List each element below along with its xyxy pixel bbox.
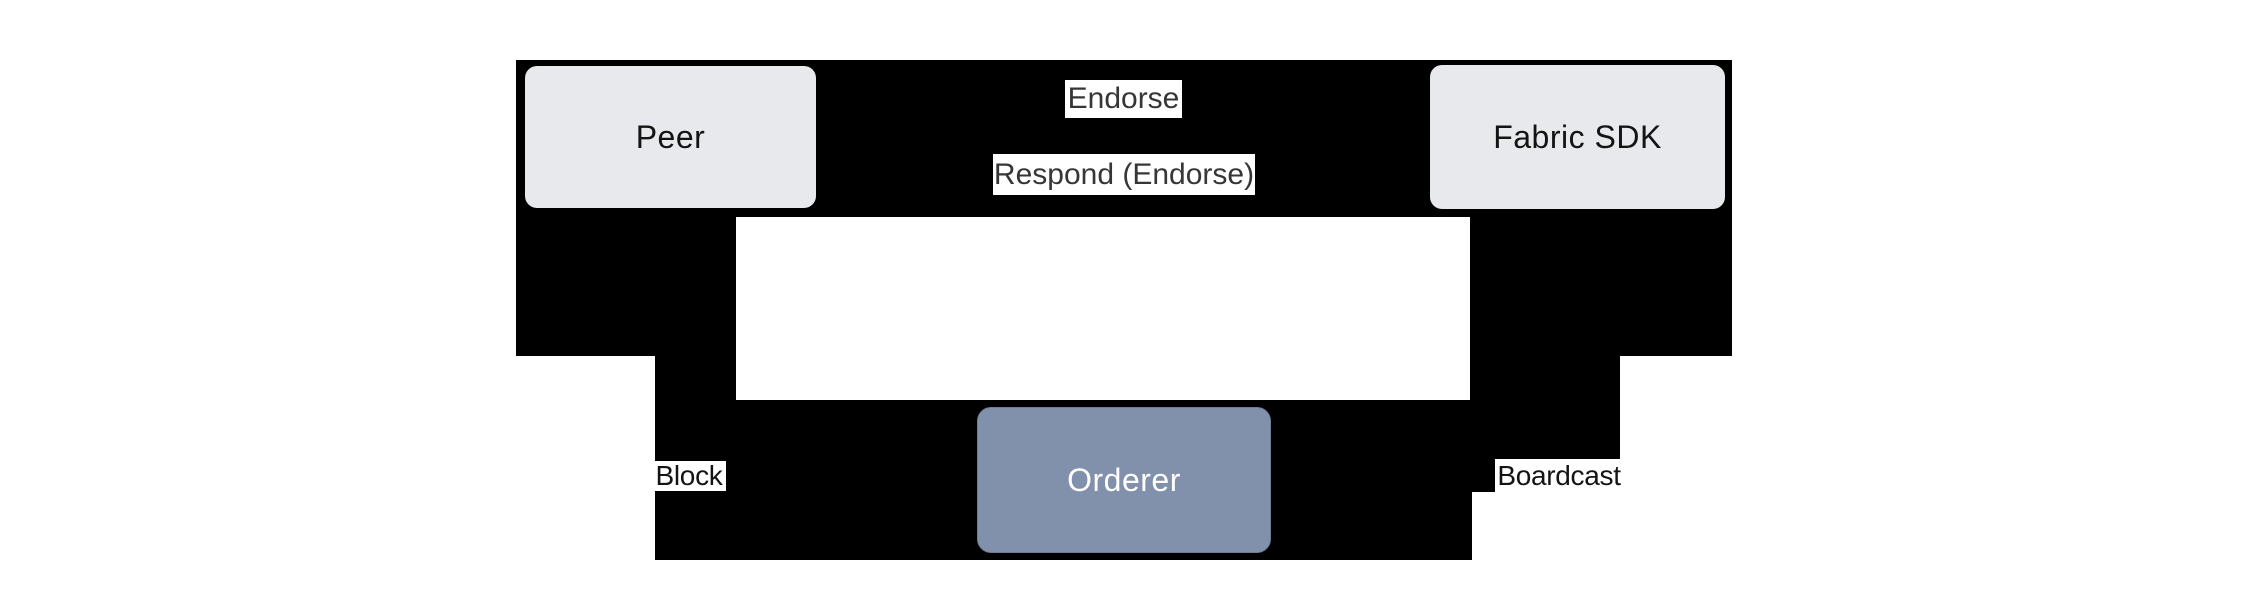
orderer-node-label: Orderer bbox=[1067, 461, 1181, 498]
endorse-edge-label: Endorse bbox=[1065, 80, 1182, 118]
boardcast-edge-label-text: Boardcast bbox=[1497, 460, 1621, 491]
connector-right-leg bbox=[1470, 217, 1732, 356]
fabric-sdk-node: Fabric SDK bbox=[1430, 65, 1725, 209]
fabric-sdk-node-label: Fabric SDK bbox=[1493, 118, 1662, 155]
respond-endorse-edge-label: Respond (Endorse) bbox=[993, 154, 1255, 195]
orderer-node: Orderer bbox=[977, 407, 1271, 553]
peer-node-label: Peer bbox=[635, 118, 706, 155]
peer-node: Peer bbox=[525, 66, 816, 208]
block-edge-label: Block bbox=[652, 460, 726, 491]
connector-left-column bbox=[655, 356, 736, 401]
boardcast-edge-label: Boardcast bbox=[1495, 459, 1623, 493]
respond-endorse-edge-label-text: Respond (Endorse) bbox=[993, 157, 1255, 191]
block-edge-label-text: Block bbox=[655, 460, 723, 491]
endorse-edge-label-text: Endorse bbox=[1067, 82, 1180, 115]
connector-left-leg bbox=[516, 217, 736, 356]
